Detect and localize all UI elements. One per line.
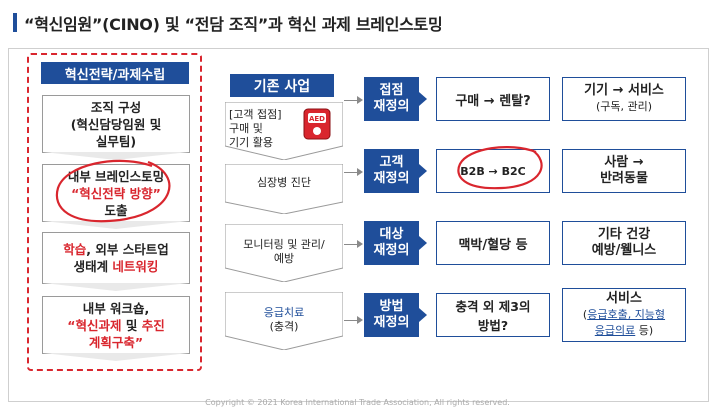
category-line: 재정의 [373, 99, 410, 114]
category-pointer [419, 92, 427, 106]
category-line: 재정의 [373, 315, 410, 330]
title-accent-bar [13, 13, 17, 32]
step-line: 내부 워크숍, [82, 300, 150, 316]
category-customer: 고객 재정의 [364, 149, 419, 193]
category-line: 재정의 [373, 243, 410, 258]
idea-b2c: B2B → B2C [436, 149, 550, 193]
step-brainstorming: 내부 브레인스토밍 “혁신전략 방향” 도출 [42, 164, 190, 222]
stage-diagnosis: 심장병 진단 [225, 164, 343, 214]
category-line: 접점 [379, 83, 404, 98]
step-word-highlight: 학습 [63, 242, 87, 257]
step-line-highlight: “혁신전략 방향” [71, 185, 161, 201]
flow-arrow [344, 168, 363, 176]
flow-arrow [344, 316, 363, 324]
idea-services: 서비스 (응급호출, 지능형 응급의료 등) [562, 288, 686, 342]
idea-subtext: 등) [635, 324, 654, 337]
category-pointer [419, 236, 427, 250]
idea-subtext: ( [582, 308, 588, 321]
step-networking: 학습, 외부 스타트업 생태계 네트워킹 [42, 232, 190, 284]
step-line: 내부 브레인스토밍 [67, 168, 165, 184]
step-line: 실무팀) [95, 133, 137, 149]
idea-wellness: 기타 건강 예방/웰니스 [562, 221, 686, 265]
idea-text: B2B [460, 164, 485, 178]
stage-monitoring: 모니터링 및 관리/ 예방 [225, 224, 343, 282]
category-target: 대상 재정의 [364, 221, 419, 265]
step-text: “혁신과제 [67, 317, 126, 333]
stage-line: 예방 [273, 252, 295, 265]
idea-rental: 구매 → 렌탈? [436, 77, 550, 121]
idea-text: → B2C [484, 164, 526, 178]
stage-line: 심장병 진단 [256, 176, 312, 189]
flow-arrow [344, 240, 363, 248]
step-text: 및 [125, 317, 138, 333]
existing-business-header: 기존 사업 [230, 74, 334, 97]
idea-pets: 사람 → 반려동물 [562, 149, 686, 193]
category-line: 고객 [379, 155, 404, 170]
step-text: 생태계 [73, 259, 113, 274]
stage-line: [고객 접점] [229, 108, 282, 121]
aed-device-icon: AED [303, 108, 331, 140]
stage-line: 응급치료 [263, 306, 305, 319]
step-text: , 외부 스타트업 [86, 242, 169, 257]
flow-arrow [344, 96, 363, 104]
page-title: “혁신임원”(CINO) 및 “전담 조직”과 혁신 과제 브레인스토밍 [24, 15, 443, 34]
idea-text: 충격 외 제3의 [455, 299, 531, 314]
idea-text: 예방/웰니스 [591, 243, 657, 258]
stage-line: 구매 및 [229, 122, 263, 135]
category-line: 방법 [379, 299, 404, 314]
idea-pulse-glucose: 맥박/혈당 등 [436, 221, 550, 265]
step-line: (혁신담당임원 및 [70, 116, 162, 132]
idea-text: 사람 → [604, 155, 644, 170]
stage-line: (충격) [269, 320, 299, 333]
category-method: 방법 재정의 [364, 293, 419, 337]
idea-text: 맥박/혈당 등 [458, 237, 528, 253]
step-workshop: 내부 워크숍, “혁신과제 및 추진 계획구축” [42, 296, 190, 354]
category-line: 재정의 [373, 171, 410, 186]
idea-text: 방법? [477, 318, 509, 333]
idea-text: 반려동물 [600, 171, 648, 186]
stage-line: 모니터링 및 관리/ [243, 238, 325, 251]
idea-link-text: 응급의료 [594, 324, 636, 337]
idea-third-method: 충격 외 제3의 방법? [436, 293, 550, 337]
step-line: 계획구축” [88, 334, 144, 350]
stage-line: 기기 활용 [229, 136, 273, 149]
idea-text: 기기 → 서비스 [584, 83, 664, 98]
strategy-panel [27, 53, 202, 371]
stage-emergency-care: 응급치료 (충격) [225, 292, 343, 350]
svg-text:AED: AED [309, 115, 325, 123]
strategy-header: 혁신전략/과제수립 [41, 62, 189, 84]
step-line: 조직 구성 [90, 99, 142, 115]
idea-link-text: 응급호출, 지능형 [587, 308, 666, 321]
idea-text: 서비스 [606, 291, 642, 306]
category-pointer [419, 308, 427, 322]
step-word-highlight: 네트워킹 [112, 259, 159, 274]
stage-customer-touchpoint: [고객 접점] 구매 및 기기 활용 AED [225, 102, 343, 160]
idea-text: 구매 → 렌탈? [455, 93, 531, 109]
category-touchpoint: 접점 재정의 [364, 77, 419, 121]
idea-text: 기타 건강 [597, 227, 651, 242]
step-line: 도출 [104, 202, 128, 218]
category-line: 대상 [379, 227, 404, 242]
step-text: 추진 [137, 317, 165, 333]
category-pointer [419, 164, 427, 178]
idea-subtext: (구독, 관리) [595, 100, 653, 113]
step-org-setup: 조직 구성 (혁신담당임원 및 실무팀) [42, 95, 190, 153]
copyright-footer: Copyright © 2021 Korea International Tra… [205, 398, 510, 407]
idea-service: 기기 → 서비스 (구독, 관리) [562, 77, 686, 121]
